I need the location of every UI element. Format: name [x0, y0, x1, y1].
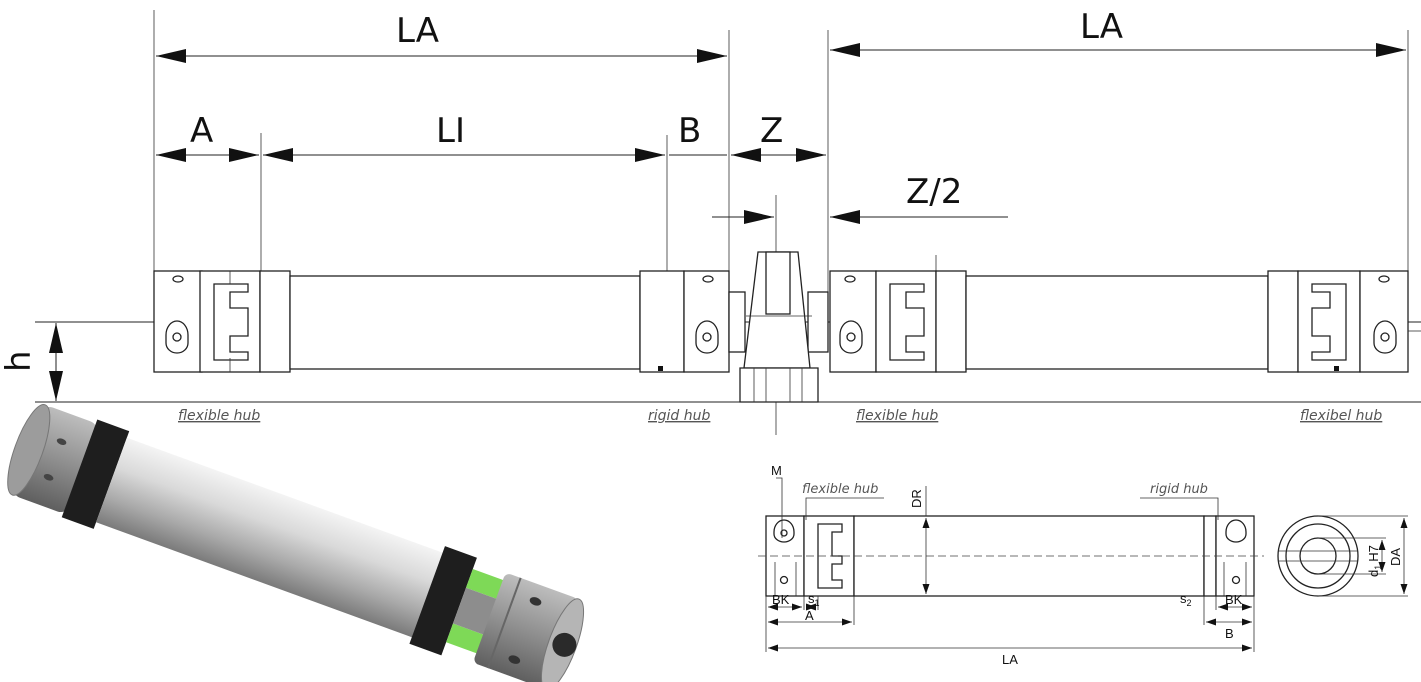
coupling-product-image: [7, 404, 585, 682]
top-drawing: LA LA A LI B Z Z/2 h flexible hub rigid …: [0, 7, 1421, 435]
label-flexibel-hub-far: flexibel hub: [1300, 408, 1382, 424]
label-z: Z: [760, 111, 783, 151]
label-z-half: Z/2: [906, 172, 962, 212]
label-s1: s1: [808, 591, 820, 608]
label-bk-left: BK: [772, 592, 790, 607]
label-li: LI: [436, 111, 465, 151]
dimension-lines: [49, 43, 1406, 401]
label-la-right: LA: [1080, 7, 1123, 47]
label-flexible-hub-right: flexible hub: [856, 408, 938, 424]
label-da: DA: [1388, 548, 1403, 566]
end-view-drawing: d1H7 DA: [1277, 515, 1408, 597]
label-b: B: [678, 111, 701, 151]
label-la-detail: LA: [1002, 652, 1018, 667]
left-coupling: [153, 270, 730, 373]
label-b-detail: B: [1225, 626, 1234, 641]
label-h: h: [0, 350, 39, 372]
right-coupling: [829, 270, 1421, 373]
label-rigid-hub: rigid hub: [648, 408, 711, 424]
label-d1-h7: d1H7: [1366, 545, 1383, 577]
center-gearbox: [728, 251, 829, 403]
label-flexible-hub-left: flexible hub: [178, 408, 260, 424]
label-bk-right: BK: [1225, 592, 1243, 607]
label-flexible-hub-detail: flexible hub: [802, 482, 878, 497]
label-dr: DR: [909, 489, 924, 508]
label-m: M: [771, 463, 782, 478]
label-rigid-hub-detail: rigid hub: [1150, 482, 1208, 497]
label-a: A: [190, 111, 213, 151]
label-la-left: LA: [396, 11, 439, 51]
detail-drawing: M flexible hub rigid hub DR BK s1 A s2 B…: [758, 463, 1264, 667]
label-s2: s2: [1180, 591, 1192, 608]
label-a-detail: A: [805, 608, 814, 623]
